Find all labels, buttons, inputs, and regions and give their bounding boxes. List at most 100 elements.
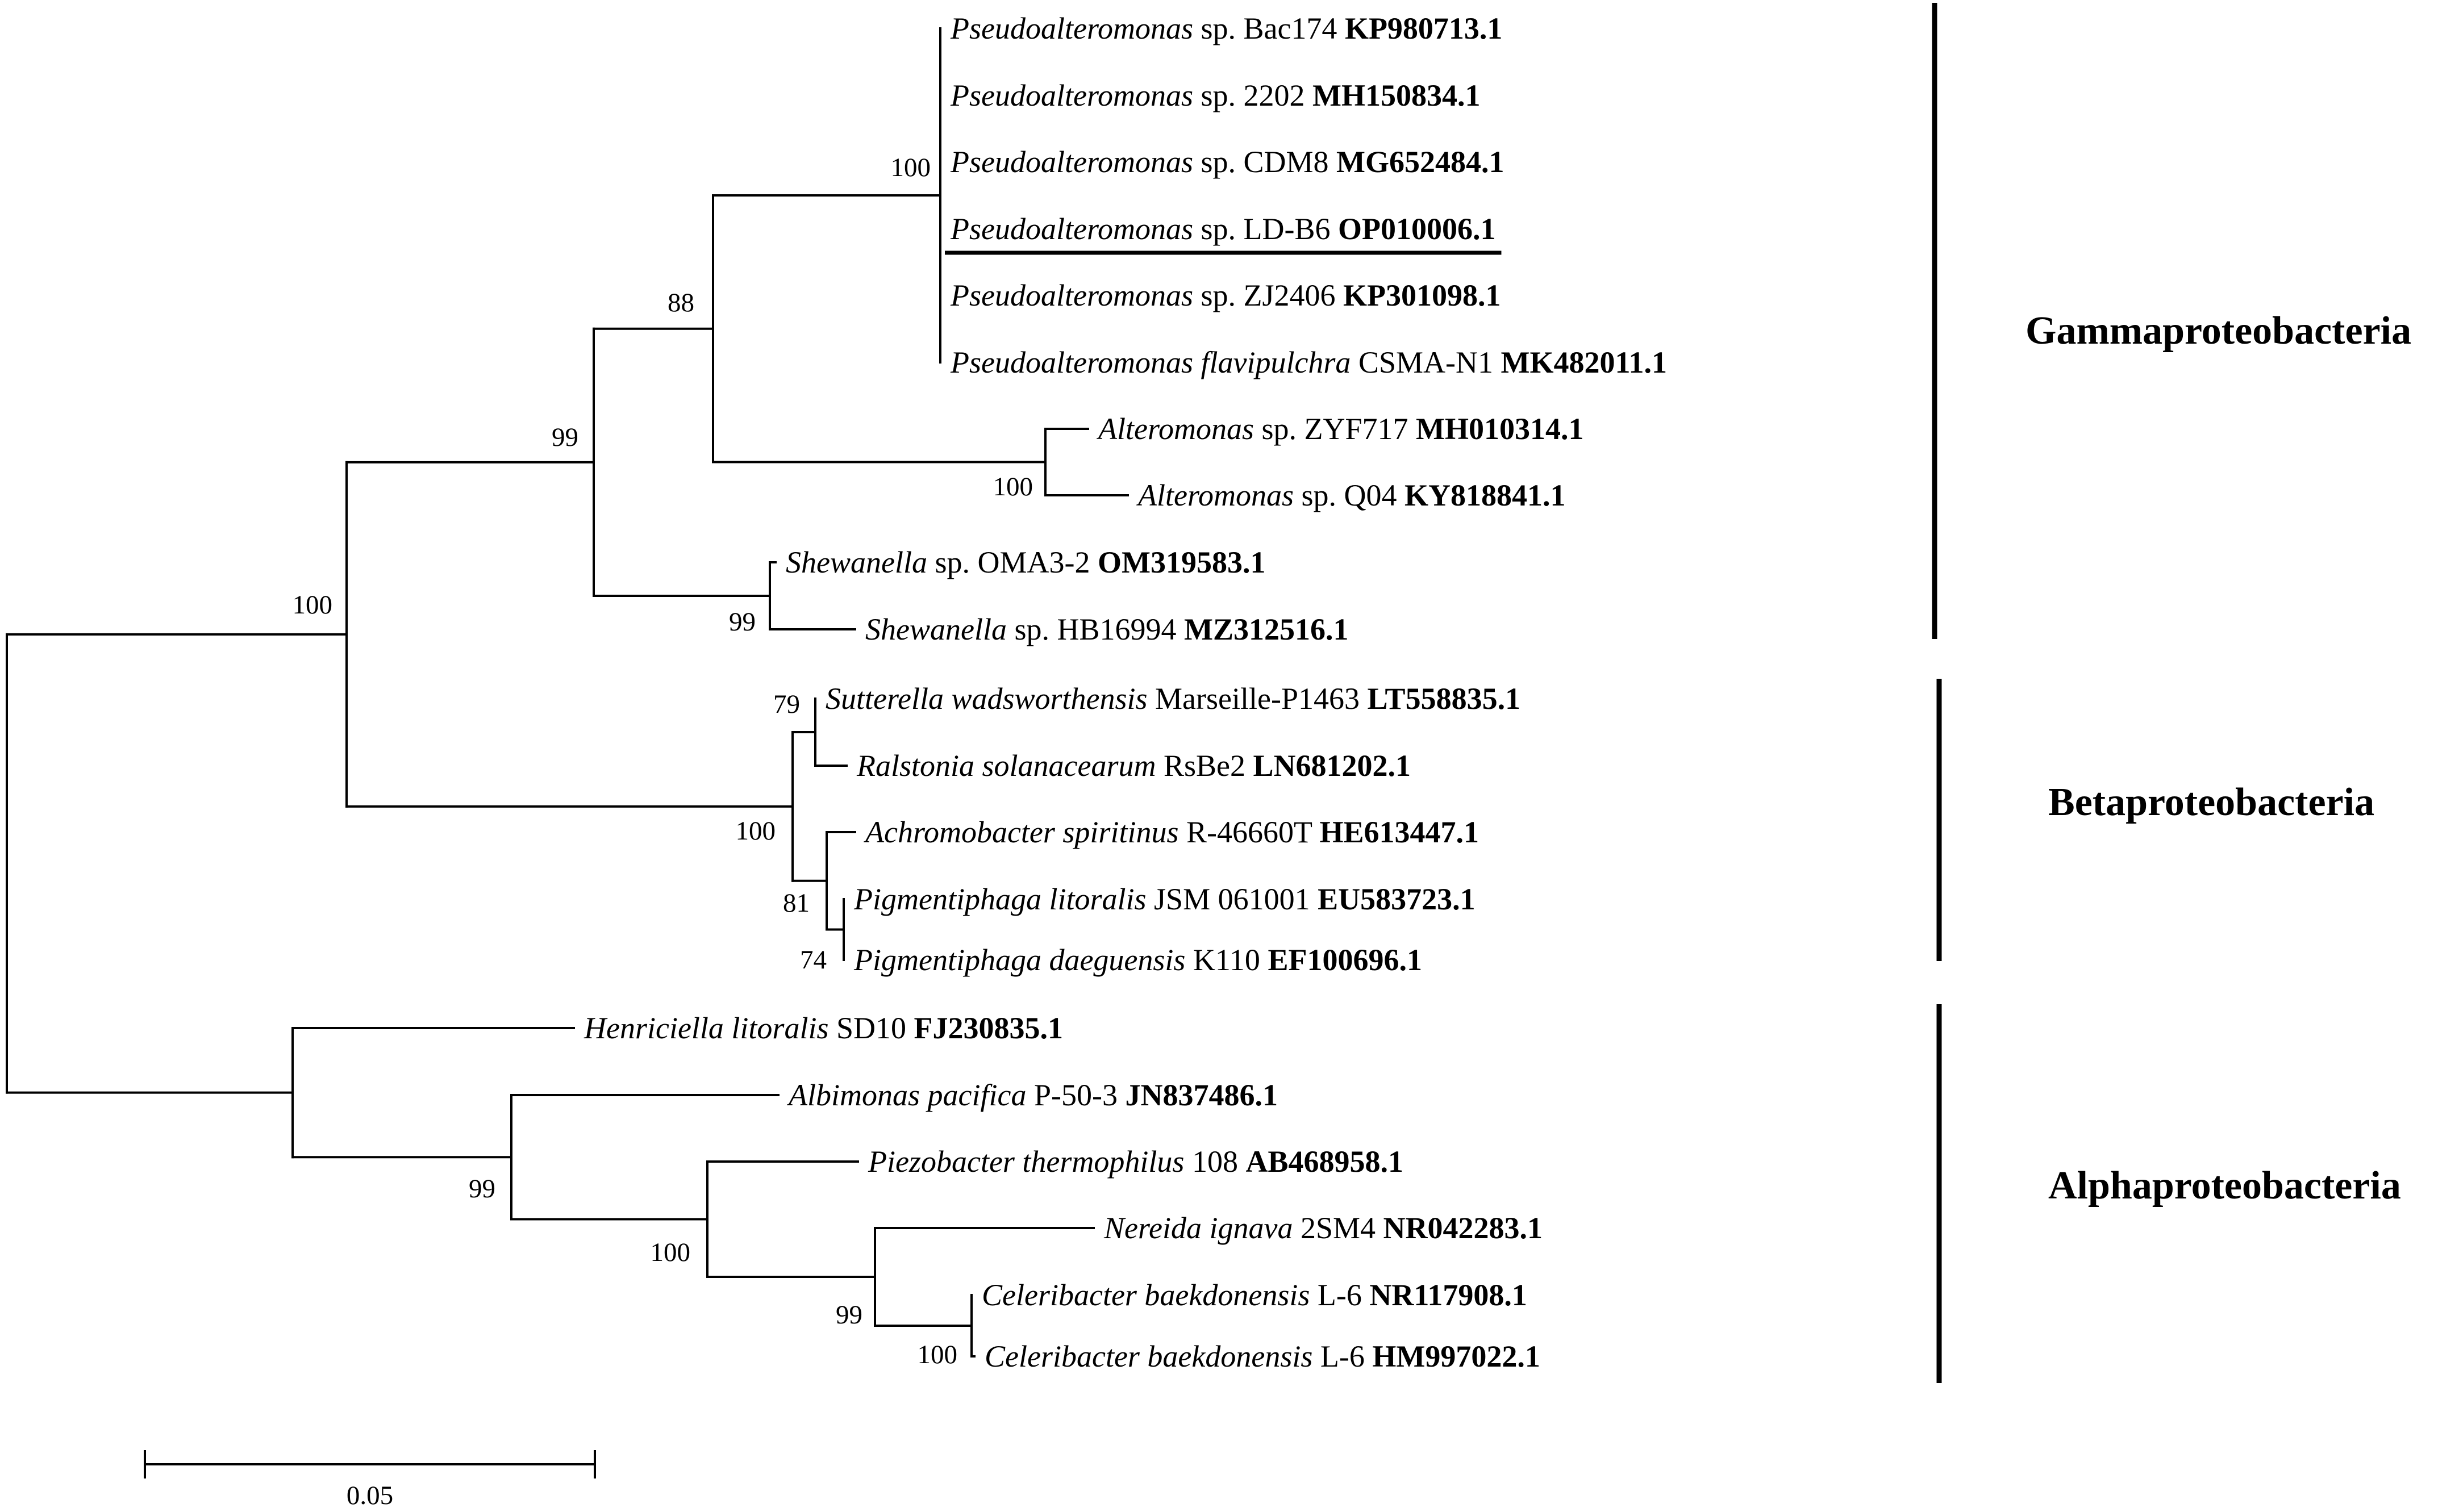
taxon-name: Sutterella wadsworthensis <box>826 682 1148 716</box>
taxon-label: Shewanella sp. HB16994 MZ312516.1 <box>865 612 1349 646</box>
taxon-accession: JN837486.1 <box>1125 1078 1278 1112</box>
taxon-label: Alteromonas sp. ZYF717 MH010314.1 <box>1097 412 1584 446</box>
taxon-accession: LN681202.1 <box>1253 749 1411 783</box>
bootstrap-value: 100 <box>651 1238 691 1267</box>
taxon-name: Pigmentiphaga litoralis <box>853 882 1147 916</box>
taxon-label: Albimonas pacifica P-50-3 JN837486.1 <box>787 1078 1278 1112</box>
clade-label-beta: Betaproteobacteria <box>2048 780 2374 824</box>
taxon-label: Pigmentiphaga litoralis JSM 061001 EU583… <box>853 882 1476 916</box>
taxon-strain: SD10 <box>828 1011 914 1045</box>
scale-bar: 0.05 <box>144 1450 596 1510</box>
taxon-strain: sp. Bac174 <box>1193 11 1345 45</box>
taxon-accession: AB468958.1 <box>1245 1145 1403 1179</box>
taxon-label: Achromobacter spiritinus R-46660T HE6134… <box>864 815 1479 849</box>
taxon-labels: Pseudoalteromonas sp. Bac174 KP980713.1P… <box>584 11 1667 1373</box>
bootstrap-value: 81 <box>783 888 810 918</box>
taxon-name: Pigmentiphaga daeguensis <box>853 943 1185 977</box>
taxon-accession: OM319583.1 <box>1098 545 1265 579</box>
taxon-accession: MK482011.1 <box>1501 345 1667 379</box>
taxon-accession: MH150834.1 <box>1312 78 1480 112</box>
taxon-name: Pseudoalteromonas <box>950 278 1193 312</box>
bootstrap-value: 99 <box>836 1300 862 1330</box>
taxon-accession: OP010006.1 <box>1338 212 1496 246</box>
taxon-name: Nereida ignava <box>1103 1211 1293 1245</box>
taxon-name: Pseudoalteromonas <box>950 145 1193 179</box>
taxon-name: Shewanella <box>865 612 1007 646</box>
taxon-strain: P-50-3 <box>1026 1078 1125 1112</box>
taxon-name: Pseudoalteromonas <box>950 11 1193 45</box>
taxon-name: Shewanella <box>786 545 927 579</box>
taxon-accession: LT558835.1 <box>1367 682 1520 716</box>
taxon-accession: KP301098.1 <box>1343 278 1501 312</box>
clade-label-alpha: Alphaproteobacteria <box>2048 1164 2401 1208</box>
bootstrap-value: 100 <box>891 153 931 182</box>
clade-label-gamma: Gammaproteobacteria <box>2025 309 2411 353</box>
taxon-accession: HE613447.1 <box>1320 815 1479 849</box>
taxon-strain: 2SM4 <box>1293 1211 1383 1245</box>
taxon-name: Celeribacter baekdonensis <box>982 1278 1310 1312</box>
bootstrap-value: 100 <box>993 472 1033 502</box>
taxon-label: Celeribacter baekdonensis L-6 NR117908.1 <box>982 1278 1527 1312</box>
taxon-strain: sp. ZJ2406 <box>1193 278 1343 312</box>
taxon-strain: sp. CDM8 <box>1193 145 1336 179</box>
bootstrap-value: 74 <box>800 945 827 975</box>
taxon-strain: sp. 2202 <box>1193 78 1312 112</box>
taxon-accession: HM997022.1 <box>1372 1339 1540 1373</box>
bootstrap-value: 100 <box>918 1340 958 1369</box>
taxon-accession: MH010314.1 <box>1416 412 1583 446</box>
taxon-strain: L-6 <box>1312 1339 1372 1373</box>
taxon-strain: sp. HB16994 <box>1007 612 1184 646</box>
taxon-accession: EU583723.1 <box>1318 882 1476 916</box>
taxon-label: Alteromonas sp. Q04 KY818841.1 <box>1136 478 1566 512</box>
taxon-label: Celeribacter baekdonensis L-6 HM997022.1 <box>985 1339 1540 1373</box>
taxon-label: Ralstonia solanacearum RsBe2 LN681202.1 <box>856 749 1411 783</box>
taxon-name: Alteromonas <box>1097 412 1254 446</box>
bootstrap-value: 99 <box>552 423 578 452</box>
bootstrap-value: 79 <box>773 690 800 719</box>
taxon-accession: EF100696.1 <box>1268 943 1422 977</box>
taxon-name: Achromobacter spiritinus <box>864 815 1178 849</box>
bootstrap-value: 88 <box>668 288 694 318</box>
taxon-accession: MZ312516.1 <box>1184 612 1349 646</box>
taxon-label: Shewanella sp. OMA3-2 OM319583.1 <box>786 545 1265 579</box>
taxon-name: Piezobacter thermophilus <box>868 1145 1184 1179</box>
taxon-accession: NR042283.1 <box>1383 1211 1543 1245</box>
bootstrap-value: 100 <box>293 590 333 620</box>
taxon-label: Sutterella wadsworthensis Marseille-P146… <box>826 682 1520 716</box>
taxon-accession: MG652484.1 <box>1336 145 1504 179</box>
taxon-strain: L-6 <box>1310 1278 1369 1312</box>
taxon-label: Pseudoalteromonas sp. LD-B6 OP010006.1 <box>950 212 1495 246</box>
bootstrap-value: 100 <box>736 816 776 846</box>
clade-brackets: GammaproteobacteriaBetaproteobacteriaAlp… <box>1932 3 2411 1383</box>
scale-bar-label: 0.05 <box>347 1481 393 1510</box>
taxon-label: Pigmentiphaga daeguensis K110 EF100696.1 <box>853 943 1422 977</box>
taxon-accession: NR117908.1 <box>1369 1278 1527 1312</box>
bootstrap-value: 99 <box>729 607 756 637</box>
taxon-label: Nereida ignava 2SM4 NR042283.1 <box>1103 1211 1543 1245</box>
taxon-name: Celeribacter baekdonensis <box>985 1339 1312 1373</box>
taxon-name: Henriciella litoralis <box>584 1011 828 1045</box>
taxon-strain: sp. LD-B6 <box>1193 212 1338 246</box>
taxon-accession: FJ230835.1 <box>914 1011 1064 1045</box>
taxon-strain: RsBe2 <box>1156 749 1253 783</box>
taxon-strain: Marseille-P1463 <box>1148 682 1368 716</box>
taxon-name: Alteromonas <box>1136 478 1294 512</box>
taxon-label: Pseudoalteromonas sp. ZJ2406 KP301098.1 <box>950 278 1501 312</box>
taxon-strain: sp. OMA3-2 <box>927 545 1098 579</box>
taxon-label: Henriciella litoralis SD10 FJ230835.1 <box>584 1011 1063 1045</box>
taxon-name: Pseudoalteromonas <box>950 78 1193 112</box>
taxon-accession: KP980713.1 <box>1345 11 1503 45</box>
taxon-strain: K110 <box>1185 943 1268 977</box>
taxon-label: Pseudoalteromonas sp. 2202 MH150834.1 <box>950 78 1480 112</box>
taxon-label: Piezobacter thermophilus 108 AB468958.1 <box>868 1145 1403 1179</box>
taxon-name: Pseudoalteromonas <box>950 212 1193 246</box>
taxon-strain: sp. Q04 <box>1294 478 1404 512</box>
taxon-label: Pseudoalteromonas flavipulchra CSMA-N1 M… <box>950 345 1667 379</box>
taxon-strain: 108 <box>1184 1145 1245 1179</box>
taxon-label: Pseudoalteromonas sp. Bac174 KP980713.1 <box>950 11 1502 45</box>
taxon-label: Pseudoalteromonas sp. CDM8 MG652484.1 <box>950 145 1504 179</box>
taxon-name: Albimonas pacifica <box>787 1078 1026 1112</box>
taxon-name: Ralstonia solanacearum <box>856 749 1156 783</box>
